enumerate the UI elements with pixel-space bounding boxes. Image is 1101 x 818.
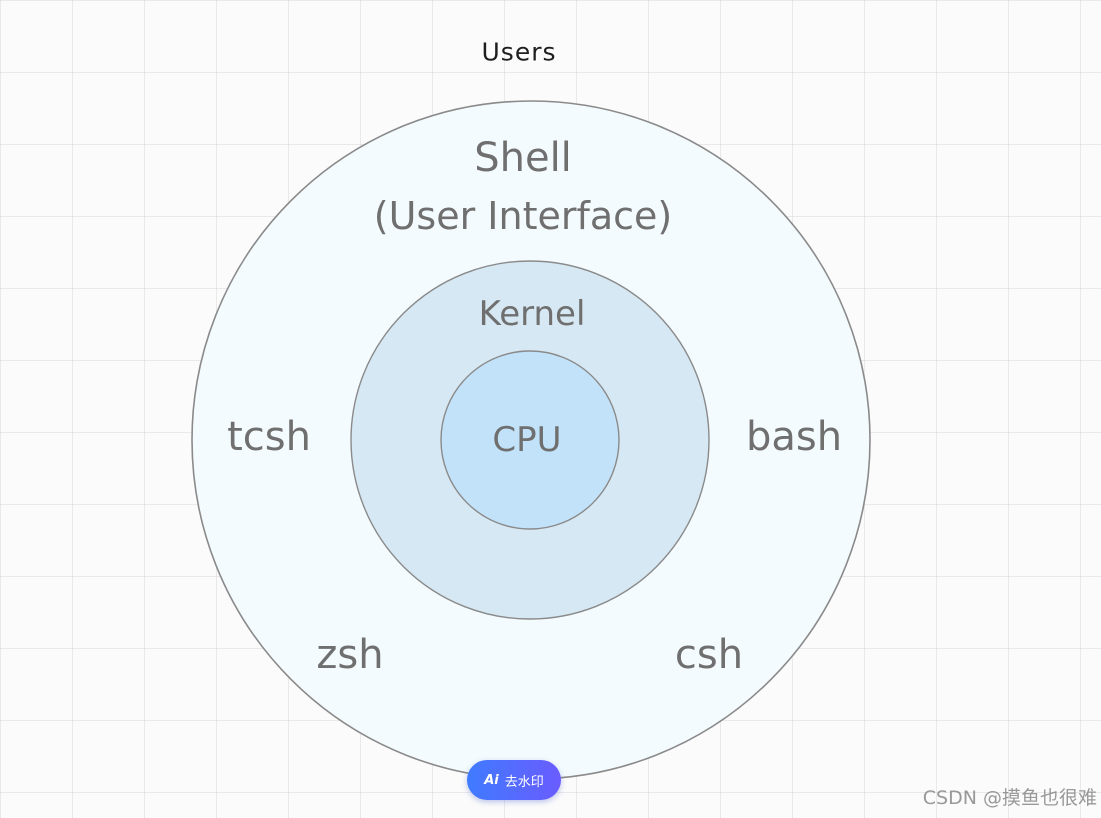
- csdn-credit: CSDN @摸鱼也很难: [922, 787, 1097, 809]
- bash-label: bash: [745, 414, 843, 460]
- kernel-label: Kernel: [478, 294, 586, 334]
- remove-watermark-button[interactable]: Ai 去水印: [467, 760, 561, 800]
- ai-icon: Ai: [484, 772, 499, 788]
- shell-subtitle: (User Interface): [373, 194, 673, 238]
- tcsh-label: tcsh: [227, 414, 311, 460]
- users-label: Users: [481, 37, 557, 67]
- cpu-label: CPU: [492, 420, 562, 460]
- shell-title: Shell: [474, 135, 572, 181]
- csh-label: csh: [674, 632, 744, 678]
- remove-watermark-label: 去水印: [504, 774, 544, 790]
- cpu-core: [440, 350, 620, 530]
- zsh-label: zsh: [316, 632, 384, 678]
